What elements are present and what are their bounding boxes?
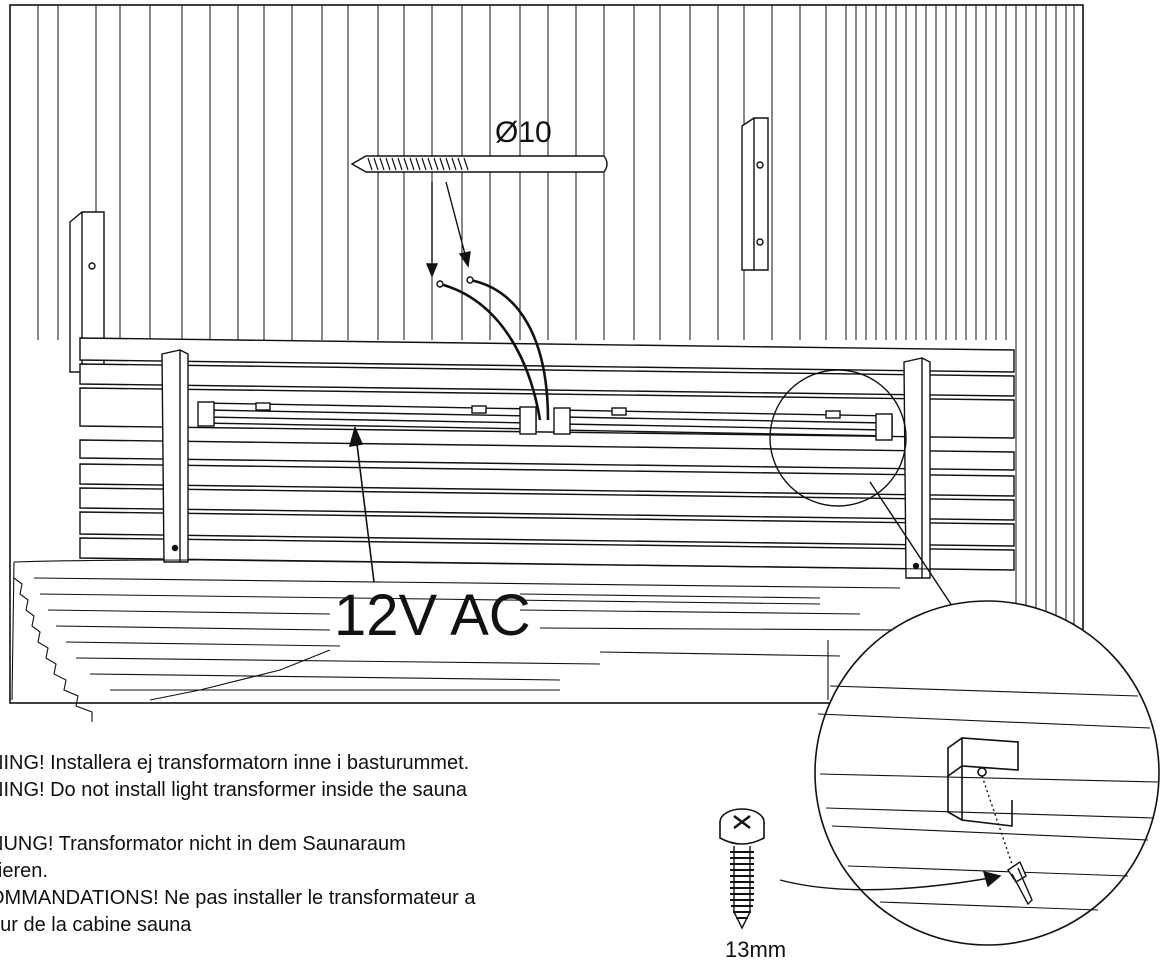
voltage-arrow (348, 425, 375, 583)
warning-english: NING! Do not install light transformer i… (0, 779, 467, 801)
wall-bracket-left (69, 211, 105, 373)
warning-list: NING! Installera ej transformatorn inne … (0, 750, 749, 939)
room-frame (9, 4, 1084, 704)
warning-french: OMMANDATIONS! Ne pas installer le transf… (0, 887, 476, 936)
drill-arrows (425, 181, 471, 278)
screw-arrow (779, 877, 991, 891)
screw-icon (719, 808, 765, 930)
backrest (79, 337, 1015, 571)
drill-bit-icon (350, 155, 608, 173)
screw-length-label: 13mm (725, 937, 787, 962)
led-strip-right (553, 407, 893, 441)
detail-indicator (769, 369, 907, 507)
drill-size-label: Ø10 (495, 116, 552, 149)
warning-swedish: NING! Installera ej transformatorn inne … (0, 752, 470, 774)
warning-german: NUNG! Transformator nicht in dem Saunara… (0, 833, 406, 882)
power-cables (439, 278, 550, 421)
led-strip-left (197, 401, 537, 435)
backrest-uprights (161, 349, 931, 579)
clip-bracket-icon (947, 737, 1019, 827)
screw-in-detail (1007, 860, 1033, 906)
wall-bracket-right (741, 117, 769, 271)
voltage-label: 12V AC (334, 583, 531, 648)
bench-seat (11, 559, 1011, 722)
detail-view (779, 600, 1160, 946)
